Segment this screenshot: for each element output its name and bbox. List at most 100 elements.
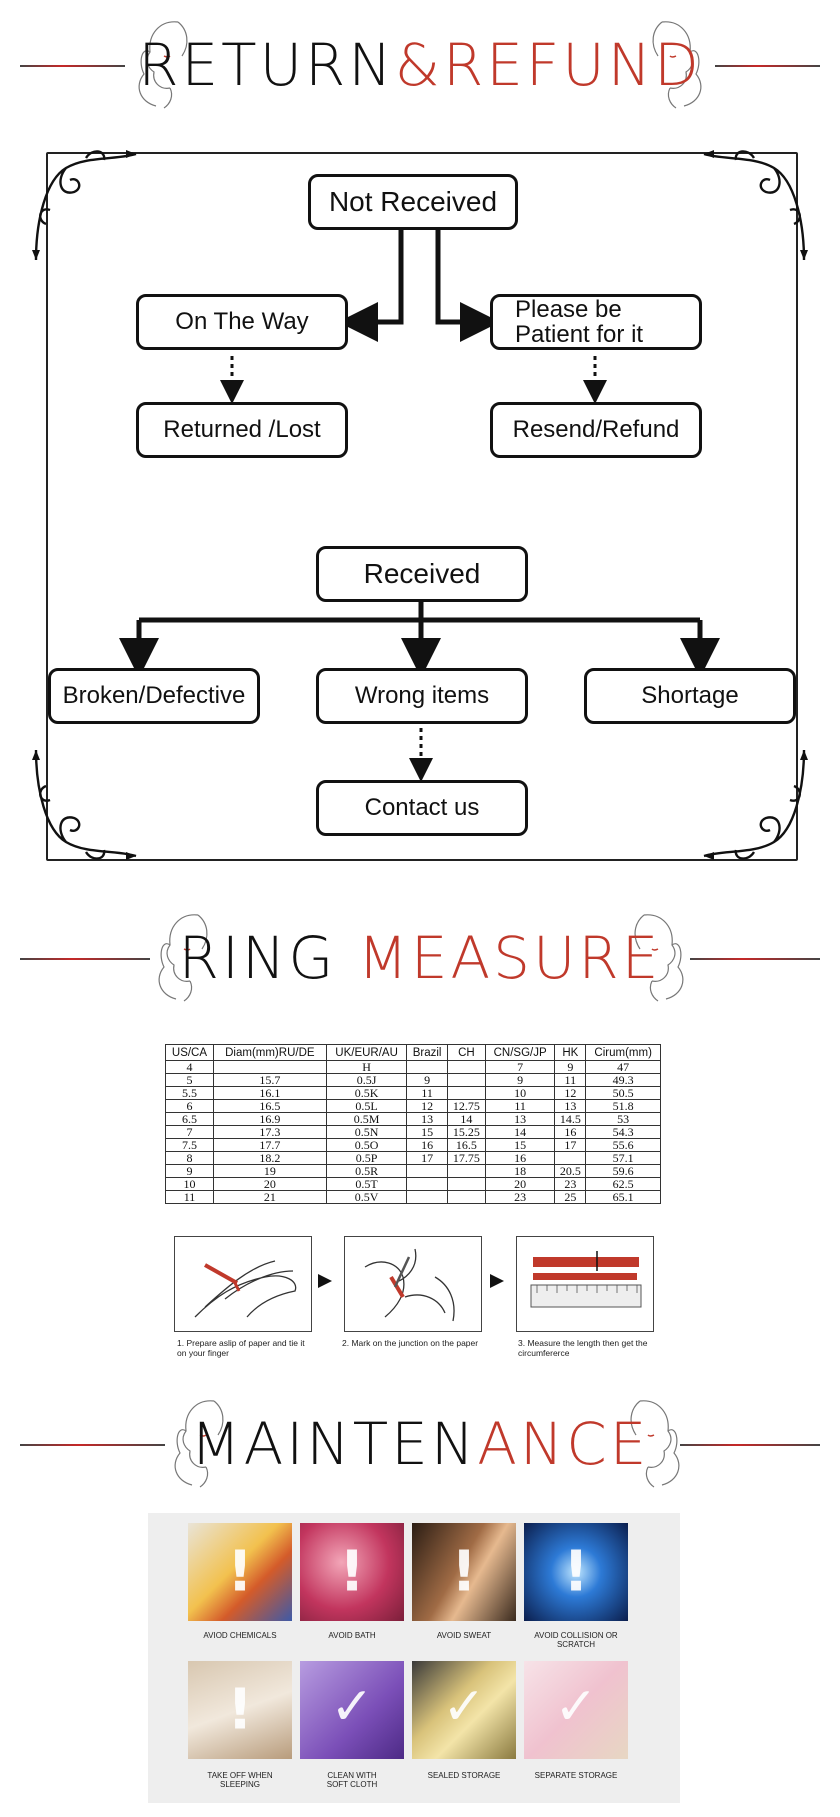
- table-cell: 14.5: [554, 1112, 587, 1126]
- broken-defective-box: Broken/Defective: [48, 668, 260, 724]
- table-cell: [406, 1177, 448, 1191]
- step1-illustration: [174, 1236, 312, 1332]
- col-header: HK: [554, 1044, 587, 1061]
- title-amp: &: [394, 31, 443, 99]
- table-cell: 0.5J: [325, 1073, 408, 1087]
- table-cell: 20: [212, 1177, 327, 1191]
- table-cell: 20.5: [554, 1164, 587, 1178]
- title-refund: REFUND: [442, 31, 702, 99]
- sealed-storage-tile: ✓: [412, 1661, 516, 1759]
- table-cell: 12: [554, 1086, 587, 1100]
- col-header: US/CA: [165, 1044, 214, 1061]
- table-cell: [446, 1164, 486, 1178]
- table-cell: [446, 1086, 486, 1100]
- warning-icon: !: [339, 1539, 365, 1605]
- step-arrow-icon: [490, 1274, 504, 1288]
- step3-illustration: [516, 1236, 654, 1332]
- clean-soft-cloth-label-line1: CLEAN WITH: [327, 1771, 377, 1780]
- avoid-bath-label: AVOID BATH: [328, 1631, 376, 1640]
- table-cell: 15.25: [446, 1125, 486, 1139]
- ring-size-table: US/CA Diam(mm)RU/DE UK/EUR/AU Brazil CH …: [165, 1044, 661, 1204]
- warning-icon: !: [227, 1677, 253, 1743]
- lady-profile-left-icon: [138, 21, 188, 109]
- table-header-row: US/CA Diam(mm)RU/DE UK/EUR/AU Brazil CH …: [165, 1044, 661, 1061]
- table-cell: [212, 1060, 327, 1074]
- on-the-way-box: On The Way: [136, 294, 348, 350]
- table-cell: 49.3: [585, 1073, 661, 1087]
- table-cell: 5: [165, 1073, 214, 1087]
- lady-profile-right-icon: [630, 1400, 680, 1488]
- ruler-measure-icon: [530, 1251, 642, 1308]
- table-cell: [446, 1073, 486, 1087]
- received-box: Received: [316, 546, 528, 602]
- table-cell: 9: [406, 1073, 448, 1087]
- take-off-sleeping-label-line2: SLEEPING: [219, 1780, 260, 1789]
- table-cell: 12: [406, 1099, 448, 1113]
- clean-soft-cloth-tile: ✓: [300, 1661, 404, 1759]
- table-cell: 18.2: [212, 1151, 327, 1165]
- avoid-collision-label-line2: SCRATCH: [556, 1640, 596, 1649]
- avoid-collision-label: AVOID COLLISION OR SCRATCH: [511, 1631, 641, 1649]
- table-cell: 7.5: [165, 1138, 214, 1152]
- table-cell: 55.6: [585, 1138, 661, 1152]
- table-cell: 7: [165, 1125, 214, 1139]
- table-cell: 9: [165, 1164, 214, 1178]
- step1-caption-line1: 1. Prepare aslip of paper and tie it: [177, 1338, 305, 1348]
- step2-caption: 2. Mark on the junction on the paper: [342, 1338, 492, 1348]
- step-arrow-icon: [318, 1274, 332, 1288]
- table-cell: 65.1: [585, 1190, 661, 1204]
- table-cell: 51.8: [585, 1099, 661, 1113]
- table-cell: 0.5R: [325, 1164, 408, 1178]
- table-cell: 0.5O: [325, 1138, 408, 1152]
- warning-icon: !: [227, 1539, 253, 1605]
- lady-profile-right-icon: [652, 21, 702, 109]
- table-cell: 54.3: [585, 1125, 661, 1139]
- table-cell: 17: [406, 1151, 448, 1165]
- avoid-sweat-label: AVOID SWEAT: [436, 1631, 492, 1640]
- table-cell: 11: [406, 1086, 448, 1100]
- not-received-box: Not Received: [308, 174, 518, 230]
- warning-icon: !: [563, 1539, 589, 1605]
- table-cell: 5.5: [165, 1086, 214, 1100]
- table-cell: 16: [554, 1125, 587, 1139]
- banner-line-left: [20, 65, 125, 67]
- title-ring: RING: [178, 924, 358, 992]
- take-off-sleeping-label: TAKE OFF WHEN SLEEPING: [175, 1771, 305, 1789]
- ornament-corner-top-left-icon: [32, 150, 137, 261]
- table-cell: [446, 1190, 486, 1204]
- table-cell: 14: [446, 1112, 486, 1126]
- table-cell: 23: [484, 1190, 556, 1204]
- please-patient-line1: Please be: [515, 295, 622, 323]
- lady-profile-left-icon: [174, 1400, 224, 1488]
- table-cell: 13: [484, 1112, 556, 1126]
- table-cell: 0.5V: [325, 1190, 408, 1204]
- take-off-sleeping-tile: !: [188, 1661, 292, 1759]
- take-off-sleeping-label-line1: TAKE OFF WHEN: [207, 1771, 273, 1780]
- table-cell: 47: [585, 1060, 661, 1074]
- please-patient-box: Please be Patient for it: [490, 294, 702, 350]
- ring-measure-title: RING MEASURE: [0, 903, 840, 1013]
- warning-icon: !: [451, 1539, 477, 1605]
- avoid-bath-tile: !: [300, 1523, 404, 1621]
- hand-with-paper-icon: [194, 1260, 297, 1318]
- table-cell: 6: [165, 1099, 214, 1113]
- title-return: RETURN: [138, 31, 395, 99]
- table-cell: [406, 1190, 448, 1204]
- table-cell: 13: [406, 1112, 448, 1126]
- clean-soft-cloth-label-line2: SOFT CLOTH: [326, 1780, 378, 1789]
- step3-caption-line1: 3. Measure the length then get the: [518, 1338, 648, 1348]
- table-cell: 6.5: [165, 1112, 214, 1126]
- table-cell: 4: [165, 1060, 214, 1074]
- table-cell: 14: [484, 1125, 556, 1139]
- table-cell: 62.5: [585, 1177, 661, 1191]
- banner-line-right: [715, 65, 820, 67]
- contact-us-box: Contact us: [316, 780, 528, 836]
